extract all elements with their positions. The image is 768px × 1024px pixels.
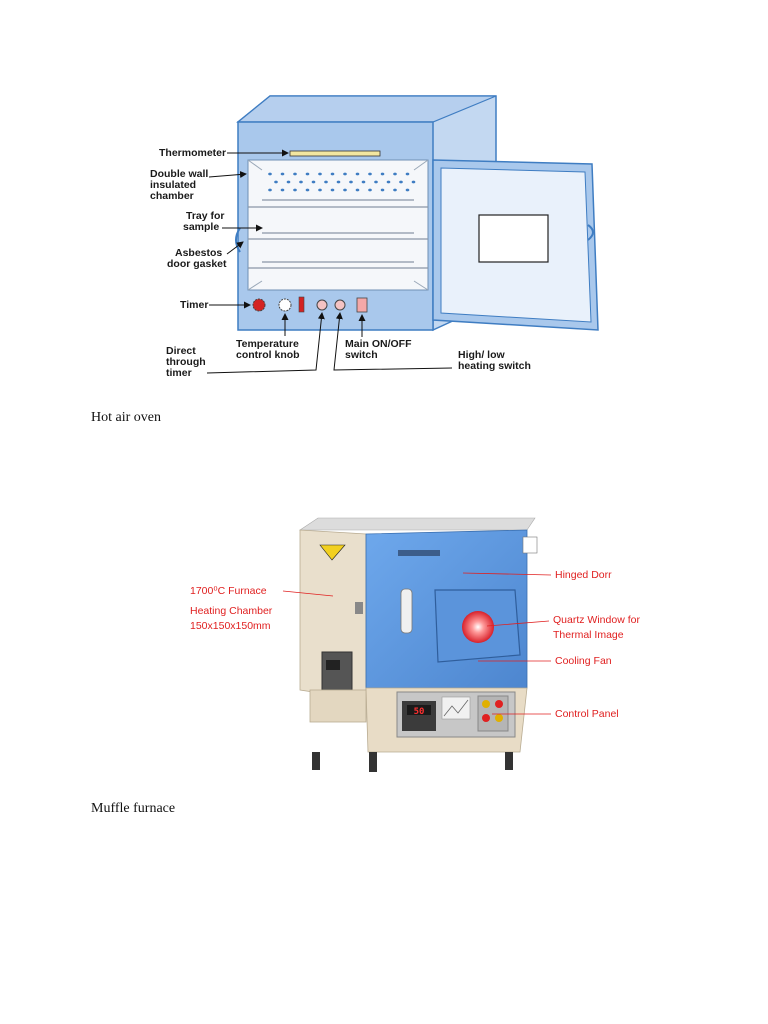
main-switch-icon	[356, 297, 368, 313]
door-gasket-icon	[235, 227, 241, 253]
label-cooling-fan: Cooling Fan	[555, 655, 612, 667]
timer-icon	[252, 298, 266, 312]
label-heating-chamber: Heating Chamber 150x150x150mm	[190, 605, 275, 632]
label-temperature-knob: Temperature control knob	[236, 338, 302, 361]
label-furnace: 1700⁰C Furnace	[190, 585, 267, 597]
label-thermometer: Thermometer	[159, 147, 226, 159]
high-low-switch-icon	[334, 299, 346, 311]
caption-hot-air-oven: Hot air oven	[91, 410, 161, 425]
label-high-low-switch: High/ low heating switch	[458, 349, 531, 372]
label-gasket: Asbestos door gasket	[167, 247, 227, 270]
quartz-window-glow-icon	[462, 611, 494, 643]
label-hinged-door: Hinged Dorr	[555, 569, 612, 581]
thermometer-icon	[289, 150, 381, 157]
label-quartz-window: Quartz Window for Thermal Image	[553, 614, 643, 641]
label-tray: Tray for sample	[183, 210, 227, 233]
furnace-body: 50	[299, 517, 538, 772]
display-readout: 50	[414, 707, 425, 717]
oven-cabinet	[236, 95, 497, 332]
label-main-switch: Main ON/OFF switch	[345, 338, 414, 361]
label-timer: Timer	[180, 299, 208, 311]
oven-controls	[252, 296, 368, 313]
temperature-knob-icon	[278, 298, 292, 312]
label-double-wall: Double wall insulated chamber	[150, 168, 211, 202]
oven-door	[432, 159, 599, 331]
caption-muffle-furnace: Muffle furnace	[91, 801, 176, 816]
door-handle-icon	[400, 588, 413, 634]
perforated-shelf	[268, 172, 416, 192]
label-direct-through-timer: Direct through timer	[166, 345, 209, 379]
label-control-panel: Control Panel	[555, 708, 619, 720]
indicator-strip-icon	[298, 296, 305, 313]
hot-air-oven-diagram: Thermometer Double wall insulated chambe…	[150, 95, 599, 379]
side-handle-icon	[355, 602, 363, 614]
muffle-furnace-photo: 50 1700⁰C Furnace Heating Chamber 150x15…	[190, 517, 643, 772]
direct-switch-icon	[316, 299, 328, 311]
